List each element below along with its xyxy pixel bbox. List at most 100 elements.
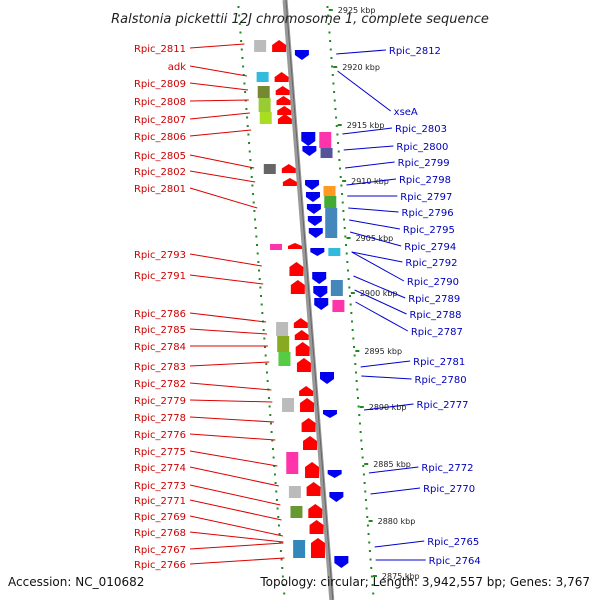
gene-label-left[interactable]: Rpic_2769 xyxy=(134,512,186,523)
gene-label-right[interactable]: Rpic_2812 xyxy=(389,46,441,57)
gene-label-right[interactable]: Rpic_2798 xyxy=(399,175,451,186)
gene-label-left[interactable]: Rpic_2809 xyxy=(134,79,186,90)
gene-label-right[interactable]: Rpic_2789 xyxy=(408,294,460,305)
gene-label-right[interactable]: Rpic_2764 xyxy=(429,556,481,567)
reverse-gene-arrow[interactable] xyxy=(322,410,337,418)
forward-feature-box[interactable] xyxy=(293,540,306,558)
forward-gene-arrow[interactable] xyxy=(275,86,290,95)
reverse-gene-arrow[interactable] xyxy=(305,192,320,202)
gene-label-right[interactable]: Rpic_2792 xyxy=(405,258,457,269)
gene-label-right[interactable]: Rpic_2797 xyxy=(400,192,452,203)
reverse-feature-box[interactable] xyxy=(320,148,333,158)
gene-label-left[interactable]: Rpic_2771 xyxy=(134,496,186,507)
reverse-gene-arrow[interactable] xyxy=(320,372,335,384)
forward-gene-arrow[interactable] xyxy=(281,164,296,173)
forward-gene-arrow[interactable] xyxy=(310,538,325,558)
reverse-gene-arrow[interactable] xyxy=(305,180,320,190)
gene-label-left[interactable]: Rpic_2806 xyxy=(134,132,186,143)
gene-label-right[interactable]: Rpic_2794 xyxy=(404,242,456,253)
forward-gene-arrow[interactable] xyxy=(306,482,321,496)
forward-feature-box[interactable] xyxy=(258,98,271,112)
forward-gene-arrow[interactable] xyxy=(282,178,297,186)
reverse-feature-box[interactable] xyxy=(319,132,332,148)
forward-gene-arrow[interactable] xyxy=(303,436,318,450)
forward-feature-box[interactable] xyxy=(277,336,290,352)
gene-label-right[interactable]: Rpic_2799 xyxy=(398,158,450,169)
gene-label-left[interactable]: Rpic_2779 xyxy=(134,396,186,407)
forward-gene-arrow[interactable] xyxy=(276,96,291,105)
reverse-gene-arrow[interactable] xyxy=(308,228,323,238)
gene-label-right[interactable]: Rpic_2787 xyxy=(411,327,463,338)
forward-feature-box[interactable] xyxy=(257,86,270,98)
gene-label-left[interactable]: Rpic_2782 xyxy=(134,379,186,390)
gene-label-left[interactable]: Rpic_2811 xyxy=(134,44,186,55)
gene-label-left[interactable]: Rpic_2801 xyxy=(134,184,186,195)
gene-label-left[interactable]: Rpic_2808 xyxy=(134,97,186,108)
gene-label-left[interactable]: Rpic_2805 xyxy=(134,151,186,162)
gene-label-left[interactable]: Rpic_2778 xyxy=(134,413,186,424)
gene-label-right[interactable]: Rpic_2790 xyxy=(407,277,459,288)
reverse-feature-box[interactable] xyxy=(332,300,345,312)
forward-gene-arrow[interactable] xyxy=(301,418,316,432)
gene-label-right[interactable]: Rpic_2803 xyxy=(395,124,447,135)
forward-feature-box[interactable] xyxy=(290,506,303,518)
gene-label-left[interactable]: Rpic_2793 xyxy=(134,250,186,261)
forward-feature-box[interactable] xyxy=(278,352,291,366)
reverse-gene-arrow[interactable] xyxy=(334,556,349,568)
forward-gene-arrow[interactable] xyxy=(293,318,308,328)
reverse-feature-box[interactable] xyxy=(324,196,337,208)
gene-label-left[interactable]: Rpic_2773 xyxy=(134,481,186,492)
gene-label-left[interactable]: adk xyxy=(168,62,186,73)
gene-label-right[interactable]: Rpic_2777 xyxy=(417,400,469,411)
reverse-gene-arrow[interactable] xyxy=(314,298,329,310)
forward-feature-box[interactable] xyxy=(270,244,283,250)
gene-label-left[interactable]: Rpic_2785 xyxy=(134,325,186,336)
forward-gene-arrow[interactable] xyxy=(300,398,315,412)
forward-gene-arrow[interactable] xyxy=(274,72,289,82)
reverse-gene-arrow[interactable] xyxy=(327,470,342,478)
gene-label-right[interactable]: Rpic_2795 xyxy=(403,225,455,236)
gene-label-left[interactable]: Rpic_2791 xyxy=(134,271,186,282)
forward-gene-arrow[interactable] xyxy=(272,40,287,52)
gene-label-left[interactable]: Rpic_2784 xyxy=(134,342,186,353)
reverse-gene-arrow[interactable] xyxy=(294,50,309,60)
gene-label-right[interactable]: Rpic_2772 xyxy=(421,463,473,474)
gene-label-right[interactable]: Rpic_2780 xyxy=(415,375,467,386)
gene-label-left[interactable]: Rpic_2766 xyxy=(134,560,186,571)
reverse-feature-box[interactable] xyxy=(323,186,336,196)
gene-label-right[interactable]: Rpic_2781 xyxy=(413,357,465,368)
reverse-gene-arrow[interactable] xyxy=(312,272,327,284)
gene-label-left[interactable]: Rpic_2807 xyxy=(134,115,186,126)
forward-gene-arrow[interactable] xyxy=(309,520,324,534)
reverse-gene-arrow[interactable] xyxy=(307,216,322,226)
forward-gene-arrow[interactable] xyxy=(296,358,311,372)
forward-gene-arrow[interactable] xyxy=(299,386,314,396)
reverse-gene-arrow[interactable] xyxy=(329,492,344,502)
gene-label-right[interactable]: Rpic_2765 xyxy=(427,537,479,548)
forward-feature-box[interactable] xyxy=(254,40,267,52)
forward-feature-box[interactable] xyxy=(263,164,276,174)
forward-feature-box[interactable] xyxy=(276,322,289,336)
forward-feature-box[interactable] xyxy=(256,72,269,82)
reverse-gene-arrow[interactable] xyxy=(310,248,325,256)
forward-feature-box[interactable] xyxy=(286,452,299,474)
reverse-gene-arrow[interactable] xyxy=(313,286,328,298)
reverse-gene-arrow[interactable] xyxy=(301,132,316,146)
forward-gene-arrow[interactable] xyxy=(308,504,323,518)
gene-label-right[interactable]: Rpic_2796 xyxy=(402,208,454,219)
forward-gene-arrow[interactable] xyxy=(277,106,292,115)
forward-gene-arrow[interactable] xyxy=(287,243,302,249)
forward-gene-arrow[interactable] xyxy=(295,342,310,356)
gene-label-left[interactable]: Rpic_2767 xyxy=(134,545,186,556)
gene-label-left[interactable]: Rpic_2776 xyxy=(134,430,186,441)
reverse-feature-box[interactable] xyxy=(330,280,343,296)
reverse-feature-box[interactable] xyxy=(325,208,338,238)
gene-label-left[interactable]: Rpic_2802 xyxy=(134,167,186,178)
forward-gene-arrow[interactable] xyxy=(277,114,292,124)
forward-feature-box[interactable] xyxy=(259,112,272,124)
gene-label-right[interactable]: Rpic_2788 xyxy=(409,310,461,321)
gene-label-left[interactable]: Rpic_2775 xyxy=(134,447,186,458)
forward-gene-arrow[interactable] xyxy=(305,462,320,478)
reverse-gene-arrow[interactable] xyxy=(306,204,321,214)
reverse-gene-arrow[interactable] xyxy=(302,146,317,156)
